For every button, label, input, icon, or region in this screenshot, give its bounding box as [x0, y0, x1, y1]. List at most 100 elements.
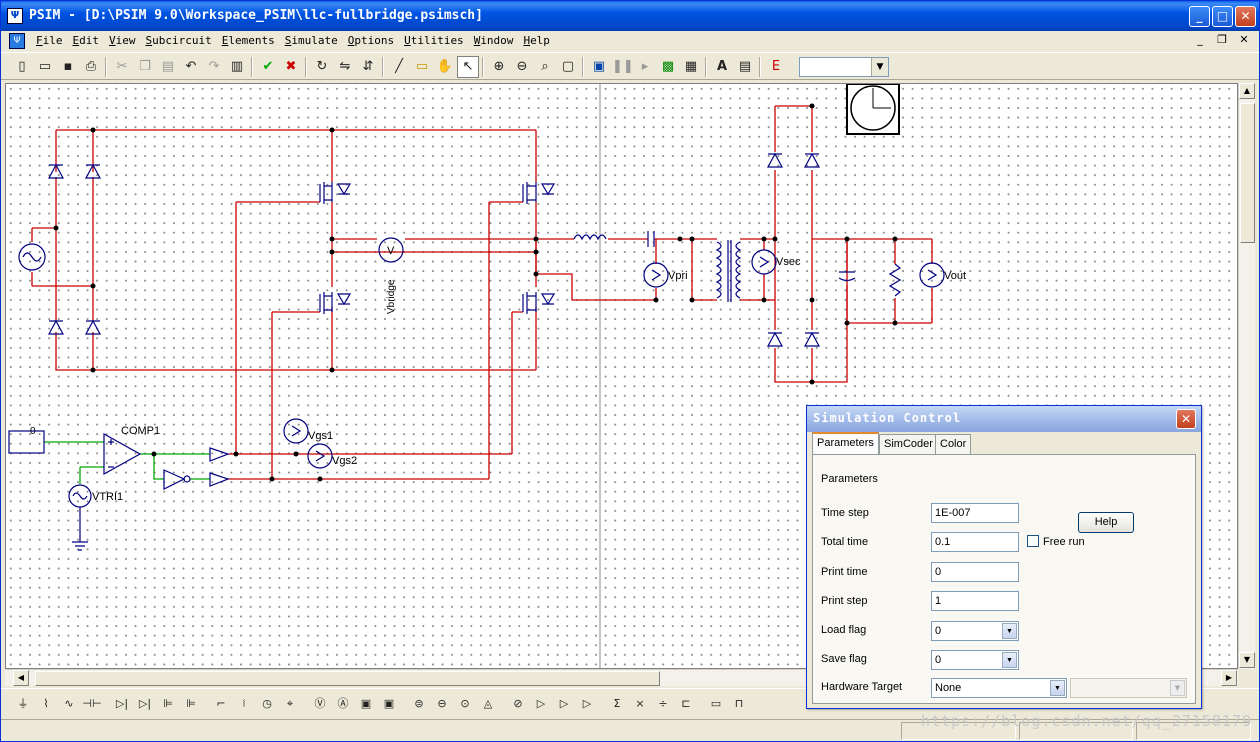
voltmeter-icon[interactable] [751, 249, 777, 275]
menu-edit[interactable]: Edit [72, 34, 100, 47]
tab-simcoder[interactable]: SimCoder [879, 434, 938, 454]
scroll-up-icon[interactable]: ▲ [1239, 83, 1255, 99]
tab-color[interactable]: Color [935, 434, 972, 454]
zoom-out-icon[interactable]: ⊖ [516, 59, 528, 74]
voltmeter-icon[interactable] [919, 262, 945, 288]
print-icon[interactable]: ⎙ [85, 59, 97, 74]
zoom-in-icon[interactable]: ⊕ [493, 59, 505, 74]
diode-icon[interactable] [84, 319, 102, 335]
load-flag-dropdown[interactable]: 0 ▼ [931, 621, 1019, 641]
tab-parameters[interactable]: Parameters [812, 432, 879, 455]
mdi-restore-button[interactable]: ❐ [1217, 33, 1227, 46]
limiter-icon[interactable]: ⊏ [681, 697, 691, 710]
diode-icon[interactable] [766, 152, 784, 168]
mosfet-icon[interactable] [522, 292, 556, 314]
run-simulation-icon[interactable]: ▣ [592, 59, 606, 74]
transformer-icon[interactable] [715, 240, 742, 302]
transformer-icon[interactable]: ⧙ [242, 697, 246, 710]
current-source-icon[interactable]: ⊙ [460, 697, 470, 710]
check-icon[interactable]: ✔ [262, 59, 274, 74]
parameter-icon[interactable]: ▤ [738, 59, 752, 74]
inductor-icon[interactable]: ∿ [64, 697, 74, 710]
ammeter-icon[interactable]: Ⓐ [337, 697, 349, 710]
voltmeter-icon[interactable] [283, 418, 309, 444]
zoom-fit-icon[interactable]: ▢ [561, 59, 575, 74]
pwm-icon[interactable]: ⊓ [734, 697, 744, 710]
zoom-dropdown[interactable]: ▼ [799, 57, 889, 77]
menu-simulate[interactable]: Simulate [284, 34, 338, 47]
display-icon[interactable]: ▦ [684, 59, 698, 74]
voltmeter-icon[interactable] [378, 237, 404, 263]
flip-vertical-icon[interactable]: ⇵ [362, 59, 374, 74]
pause-icon[interactable]: ❚❚ [612, 59, 634, 74]
save-flag-dropdown[interactable]: 0 ▼ [931, 650, 1019, 670]
copy-icon[interactable]: ❐ [139, 59, 151, 74]
close-button[interactable]: ✕ [1235, 6, 1256, 27]
scroll-right-icon[interactable]: ▶ [1221, 670, 1237, 686]
label-icon[interactable]: ▭ [415, 59, 429, 74]
time-step-field[interactable]: 1E-007 [931, 503, 1019, 523]
dialog-title-bar[interactable]: Simulation Control ✕ [807, 406, 1201, 432]
hardware-target-dropdown[interactable]: None ▼ [931, 678, 1067, 698]
menu-view[interactable]: View [109, 34, 136, 47]
simview-icon[interactable]: ▩ [661, 59, 675, 74]
triangle-source-icon[interactable] [68, 484, 92, 551]
chevron-down-icon[interactable]: ▼ [1002, 623, 1017, 639]
scroll-left-icon[interactable]: ◀ [13, 670, 29, 686]
chevron-down-icon[interactable]: ▼ [1002, 652, 1017, 668]
diode-icon[interactable] [803, 331, 821, 347]
ac-source-icon[interactable] [18, 243, 46, 271]
comparator-icon[interactable]: ▷ [559, 697, 569, 710]
mosfet-icon[interactable]: ⊫ [163, 697, 173, 710]
gating-block-icon[interactable]: ▭ [710, 697, 722, 710]
divider-icon[interactable]: ÷ [658, 697, 668, 710]
capacitor-icon[interactable] [647, 231, 655, 247]
resistor-icon[interactable] [888, 263, 902, 297]
scope-icon[interactable]: ▣ [360, 697, 372, 710]
gain-icon[interactable] [209, 447, 230, 462]
select-icon[interactable]: ↖ [457, 56, 479, 78]
clipboard-icon[interactable]: ▥ [230, 59, 244, 74]
diode-icon[interactable] [803, 152, 821, 168]
capacitor-icon[interactable]: ⊣⊢ [82, 697, 102, 710]
diode-icon[interactable]: ▷| [115, 697, 129, 710]
mosfet-icon[interactable] [319, 292, 352, 314]
total-time-field[interactable]: 0.1 [931, 532, 1019, 552]
voltmeter-icon[interactable]: Ⓥ [314, 697, 326, 710]
mosfet-icon[interactable] [522, 182, 556, 204]
comparator-icon[interactable] [103, 432, 142, 476]
diode-icon[interactable] [766, 331, 784, 347]
rotate-icon[interactable]: ↻ [316, 59, 328, 74]
open-icon[interactable]: ▭ [38, 59, 52, 74]
gain-icon[interactable] [209, 472, 230, 487]
capacitor-icon[interactable] [838, 271, 856, 282]
voltmeter-icon[interactable] [307, 443, 333, 469]
redo-icon[interactable]: ↷ [208, 59, 220, 74]
igbt-icon[interactable]: ⊫ [186, 697, 196, 710]
step-source-icon[interactable]: ⊘ [513, 697, 523, 710]
cut-icon[interactable]: ✂ [116, 59, 128, 74]
voltmeter-icon[interactable] [643, 262, 669, 288]
cross-icon[interactable]: ✖ [285, 59, 297, 74]
diode-icon[interactable] [47, 319, 65, 335]
dialog-close-button[interactable]: ✕ [1176, 409, 1196, 429]
escape-icon[interactable]: E [771, 59, 781, 74]
minimize-button[interactable]: _ [1189, 6, 1210, 27]
menu-options[interactable]: Options [347, 34, 395, 47]
zoom-area-icon[interactable]: ⌕ [541, 59, 549, 74]
ac-source-icon[interactable]: ⊜ [414, 697, 424, 710]
gain-icon[interactable]: ▷ [582, 697, 592, 710]
dc-source-icon[interactable]: ⊖ [437, 697, 447, 710]
save-icon[interactable]: ▪ [63, 59, 73, 74]
wire-icon[interactable]: ╱ [395, 59, 403, 74]
menu-file[interactable]: File [36, 34, 63, 47]
free-run-checkbox[interactable] [1027, 535, 1039, 547]
help-button[interactable]: Help [1078, 512, 1134, 533]
summer-icon[interactable]: Σ [613, 697, 621, 710]
schematic-canvas[interactable]: V COMP1 VTRI1 Vgs1 Vgs2 0 Vpri Vsec Vout… [5, 83, 1238, 669]
scroll-down-icon[interactable]: ▼ [1239, 652, 1255, 668]
document-icon[interactable]: Ψ [9, 33, 25, 49]
mdi-minimize-button[interactable]: _ [1197, 33, 1203, 46]
maximize-button[interactable]: □ [1212, 6, 1233, 27]
menu-window[interactable]: Window [473, 34, 514, 47]
